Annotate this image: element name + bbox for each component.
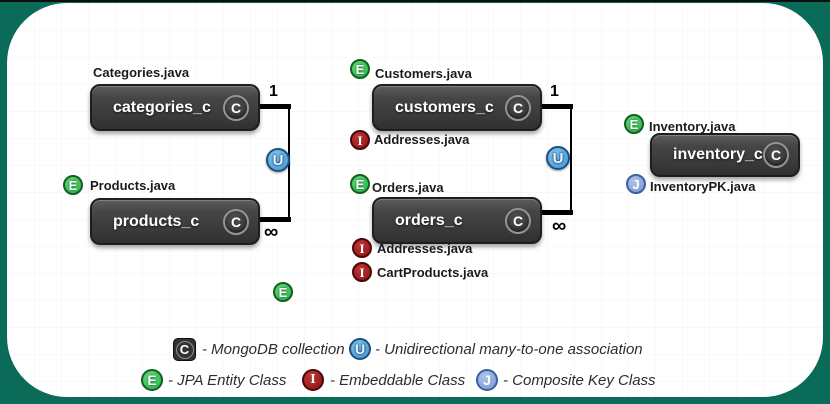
connector-line bbox=[570, 104, 572, 215]
jpa-entity-icon: E bbox=[63, 175, 83, 195]
categories-file-label: Categories.java bbox=[93, 65, 190, 80]
multiplicity-one-label: 1 bbox=[550, 83, 559, 100]
jpa-entity-icon: E bbox=[624, 114, 644, 134]
mongodb-collection-icon: C bbox=[763, 142, 789, 168]
unidirectional-association-icon: U bbox=[266, 148, 290, 172]
customers-collection-box: customers_c C bbox=[372, 84, 542, 131]
mongodb-collection-icon: C bbox=[505, 207, 531, 234]
legend-jpa-entity-label: - JPA Entity Class bbox=[168, 372, 287, 389]
collection-name: inventory_c bbox=[673, 146, 763, 163]
orders-collection-box: orders_c C bbox=[372, 197, 542, 244]
connector-line bbox=[258, 104, 291, 109]
embeddable-class-icon: I bbox=[352, 238, 372, 258]
inventory-file-label: Inventory.java bbox=[649, 119, 736, 134]
legend-composite-key-icon: J bbox=[476, 369, 498, 391]
top-border-line bbox=[0, 0, 830, 2]
products-collection-box: products_c C bbox=[90, 198, 260, 245]
products-file-label: Products.java bbox=[90, 178, 176, 193]
mongodb-collection-icon: C bbox=[223, 94, 249, 121]
legend-association-icon: U bbox=[349, 338, 371, 360]
legend-embeddable-icon: I bbox=[302, 369, 324, 391]
legend-mongodb-collection-icon: C bbox=[173, 338, 196, 361]
mongodb-collection-icon: C bbox=[223, 208, 249, 235]
multiplicity-one-label: 1 bbox=[269, 83, 278, 100]
legend-association-label: - Unidirectional many-to-one association bbox=[375, 341, 643, 358]
collection-name: orders_c bbox=[395, 211, 463, 229]
multiplicity-many-label: ∞ bbox=[552, 215, 567, 237]
jpa-entity-icon: E bbox=[273, 282, 293, 302]
cartproducts-file-label: CartProducts.java bbox=[377, 265, 489, 280]
connector-line bbox=[540, 104, 573, 109]
embeddable-class-icon: I bbox=[350, 130, 370, 150]
jpa-entity-icon: E bbox=[350, 59, 370, 79]
collection-badge-letter: C bbox=[175, 340, 194, 359]
legend-jpa-entity-icon: E bbox=[141, 369, 163, 391]
unidirectional-association-icon: U bbox=[546, 146, 570, 170]
connector-line bbox=[258, 217, 291, 222]
inventory-collection-box: inventory_c C bbox=[650, 133, 800, 177]
mongodb-collection-icon: C bbox=[505, 94, 531, 121]
inventorypk-file-label: InventoryPK.java bbox=[650, 179, 756, 194]
embeddable-class-icon: I bbox=[352, 262, 372, 282]
orders-file-label: Orders.java bbox=[372, 180, 444, 195]
legend-mongodb-collection-label: - MongoDB collection bbox=[202, 341, 345, 358]
collection-name: customers_c bbox=[395, 98, 494, 116]
legend-embeddable-label: - Embeddable Class bbox=[330, 372, 466, 389]
jpa-entity-icon: E bbox=[350, 174, 370, 194]
customers-file-label: Customers.java bbox=[375, 66, 472, 81]
addresses-file-label: Addresses.java bbox=[374, 132, 470, 147]
composite-key-icon: J bbox=[626, 174, 646, 194]
multiplicity-many-label: ∞ bbox=[264, 221, 279, 243]
categories-collection-box: categories_c C bbox=[90, 84, 260, 131]
connector-line bbox=[540, 210, 573, 215]
addresses-file-label: Addresses.java bbox=[377, 241, 473, 256]
collection-name: categories_c bbox=[113, 98, 211, 116]
legend-composite-key-label: - Composite Key Class bbox=[503, 372, 656, 389]
collection-name: products_c bbox=[113, 212, 200, 230]
